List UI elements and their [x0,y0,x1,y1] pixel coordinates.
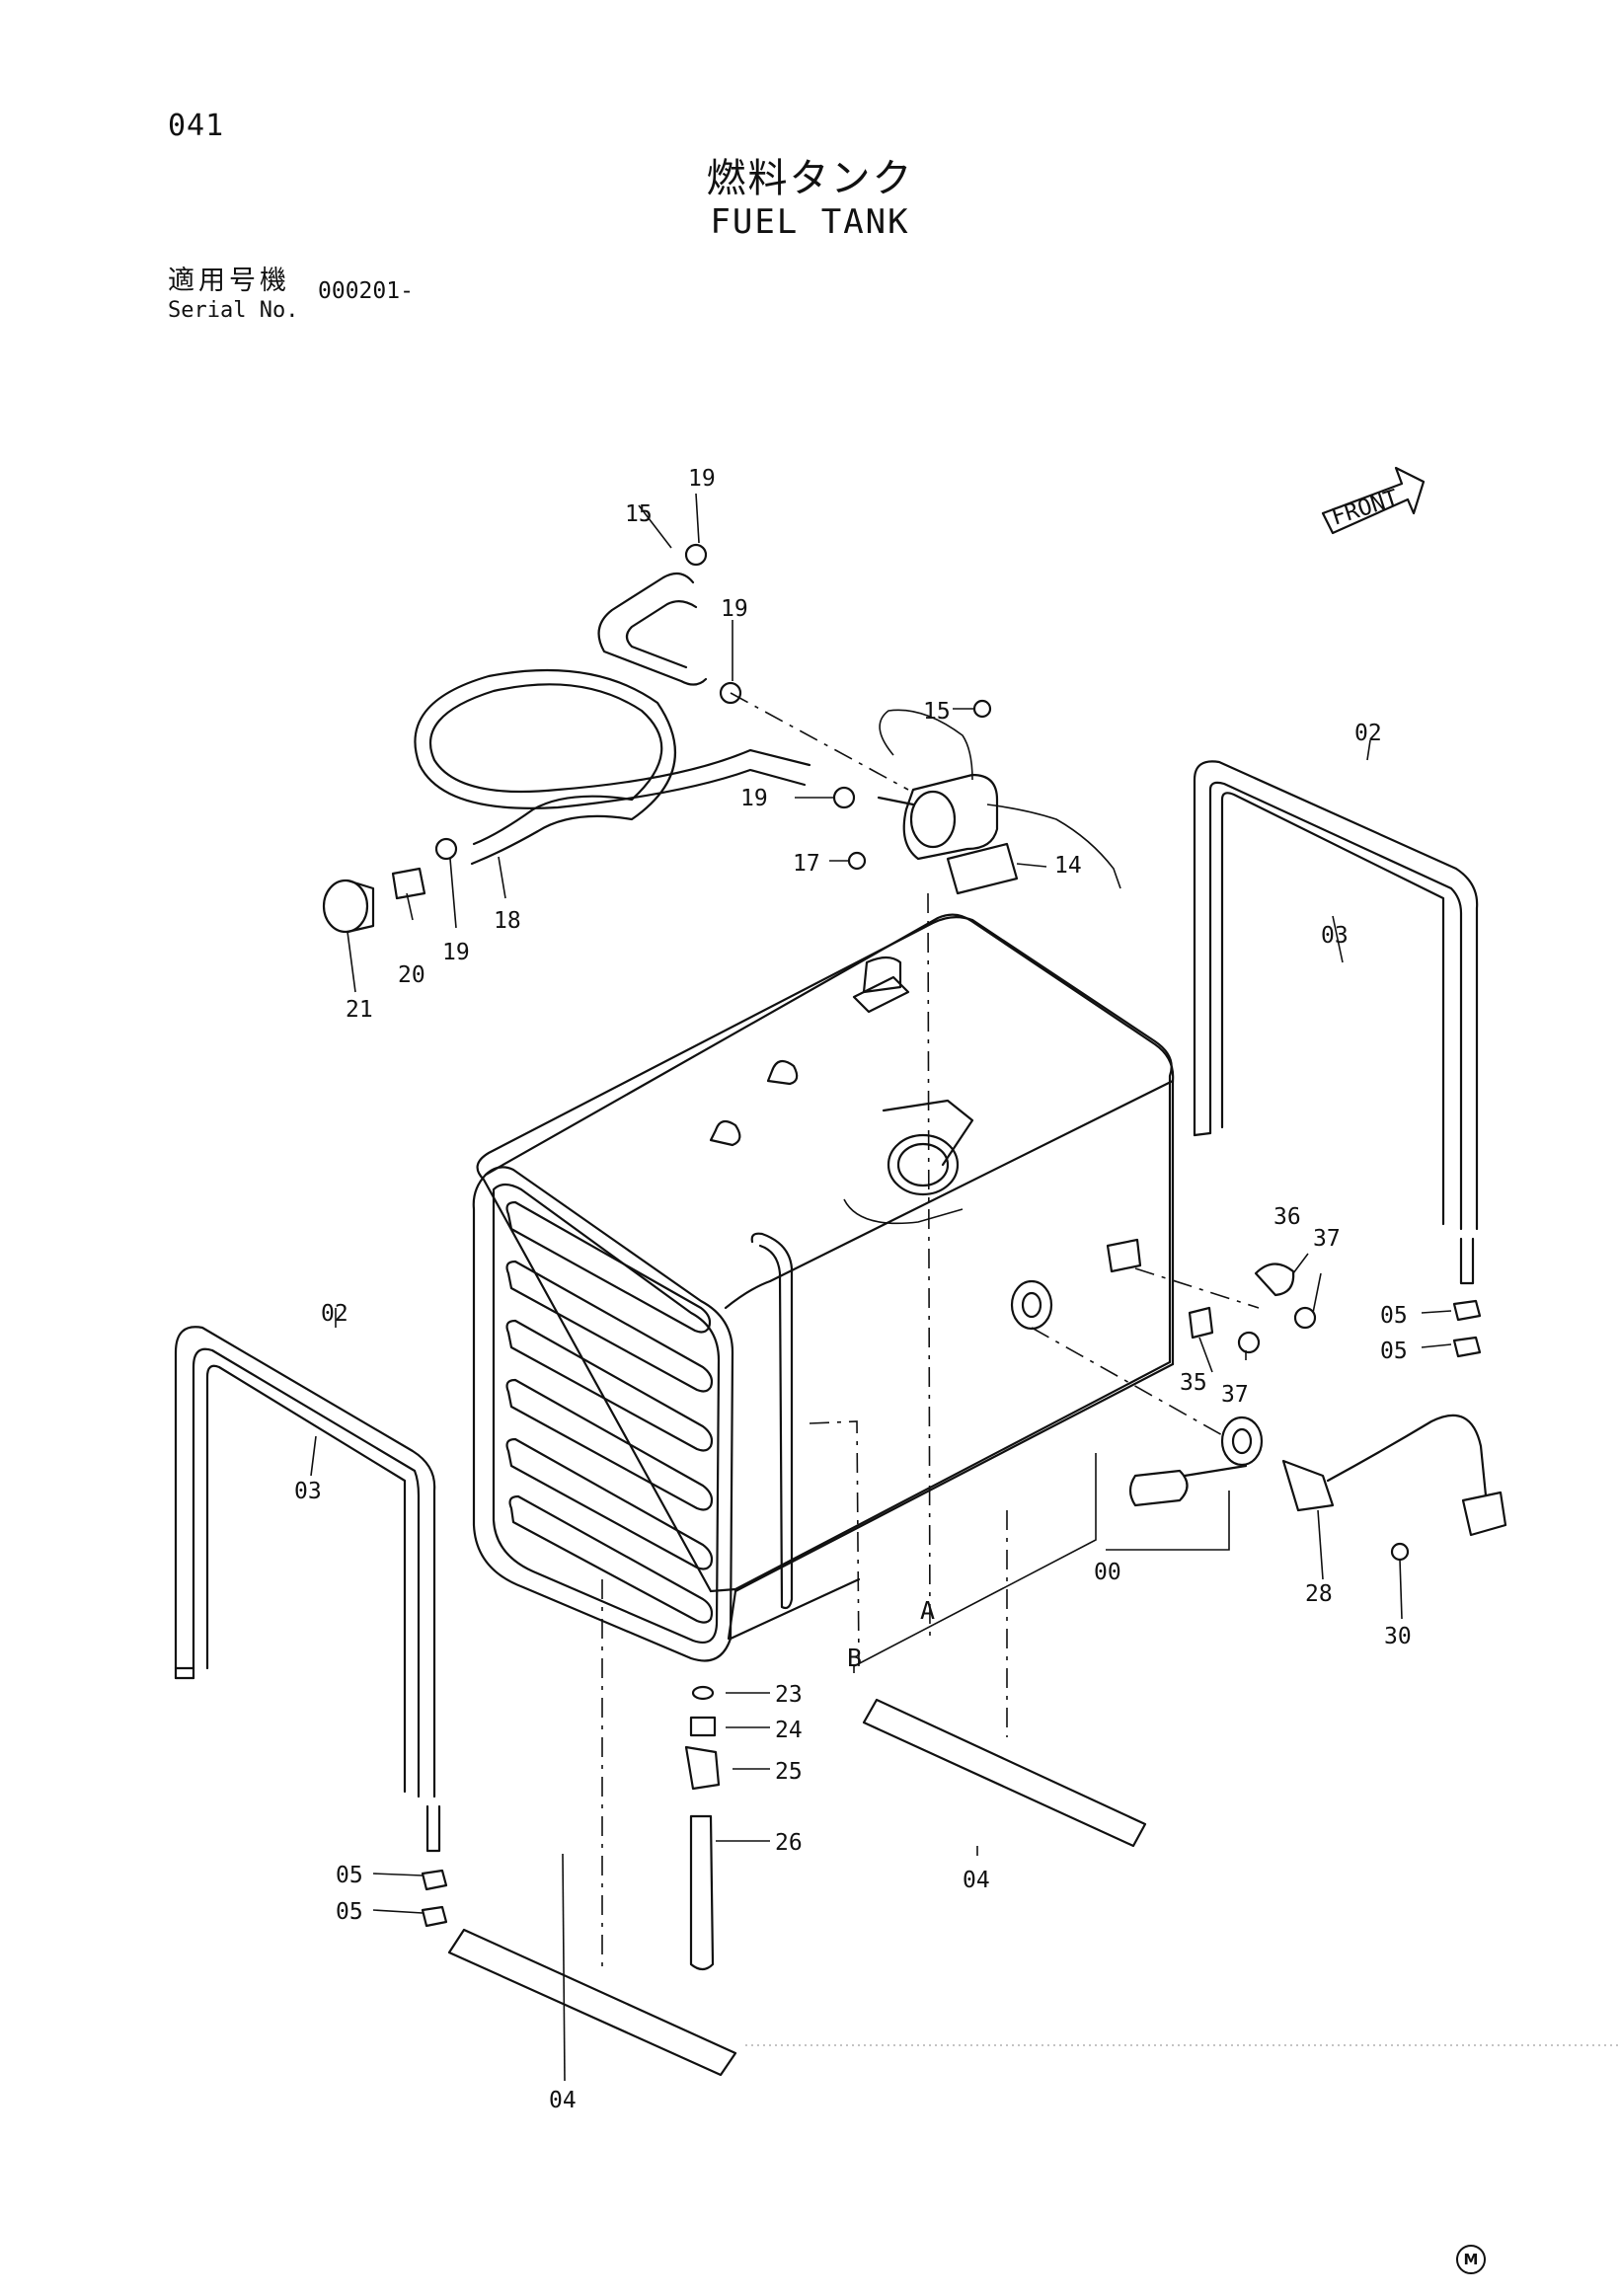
callout-02: 02 [1354,721,1382,746]
fuel-hose-18 [414,668,811,866]
callout-21: 21 [346,997,373,1023]
callout-04: 04 [549,2088,577,2113]
callout-35: 35 [1180,1370,1207,1396]
hose-clamp-19b [719,681,742,705]
right-tank-strap [1193,760,1479,1285]
hose-clamp-19c [832,786,856,809]
title-japanese: 燃料タンク [706,156,914,201]
drain-assembly [684,1685,721,1971]
front-panel-ribs [505,1200,714,1624]
callout-18: 18 [494,908,521,934]
callout-20: 20 [398,962,425,988]
hose-clamp-19d [434,837,458,861]
callout-00: 00 [1094,1560,1121,1585]
serial-label-english: Serial No. [168,298,299,323]
callout-37: 37 [1313,1226,1341,1252]
hose-clamp-19a [684,543,708,567]
callout-05: 05 [336,1899,363,1925]
front-label: FRONT [1329,486,1402,531]
callout-19: 19 [740,786,768,811]
serial-number-value: 000201- [318,278,414,304]
callout-28: 28 [1305,1581,1333,1607]
callout-26: 26 [775,1830,803,1856]
breather-filter-21 [322,879,375,934]
front-arrow-icon: FRONT [1321,466,1426,535]
brand-mark-icon: M [1456,2245,1486,2274]
leader-lines [310,493,1452,2082]
callout-05: 05 [1380,1303,1408,1329]
fuel-hose-17 [597,572,708,686]
nut-05-group [421,1299,1482,1928]
callout-03: 03 [1321,923,1349,949]
callout-14: 14 [1054,853,1082,879]
callout-19: 19 [688,466,716,492]
callout-03: 03 [294,1479,322,1504]
fuel-tank-body [472,913,1175,1662]
callout-19: 19 [721,596,748,622]
callout-17: 15 [625,501,653,527]
clamp-parts [1188,1263,1317,1354]
pad-left [447,1928,737,2077]
left-tank-strap [174,1326,441,1853]
callout-25: 25 [775,1759,803,1785]
section-marker-a: A [920,1596,935,1625]
callout-05: 05 [1380,1339,1408,1364]
callout-15: 17 [793,851,820,877]
bolt-15-lower [847,851,867,871]
bolt-15-upper [972,699,992,719]
callout-37: 37 [1221,1382,1249,1408]
callout-05: 05 [336,1863,363,1888]
callout-36: 36 [1273,1204,1301,1230]
section-marker-b: B [847,1644,862,1672]
level-sender-28 [1128,1414,1507,1537]
filler-cap-icon [843,1099,974,1225]
title-english: FUEL TANK [710,202,910,242]
page-number: 041 [168,109,225,143]
pad-right [862,1698,1147,1848]
screw-30 [1390,1542,1410,1562]
serial-label-japanese: 適用号機 [168,266,290,296]
callout-15: 15 [923,699,951,725]
callout-19: 19 [442,940,470,965]
callout-30: 30 [1384,1624,1412,1649]
fuel-pump [877,709,1121,895]
callout-24: 24 [775,1718,803,1743]
fitting-20 [391,867,426,900]
callout-23: 23 [775,1682,803,1708]
callout-04: 04 [963,1868,990,1893]
callout-02: 02 [321,1301,348,1327]
